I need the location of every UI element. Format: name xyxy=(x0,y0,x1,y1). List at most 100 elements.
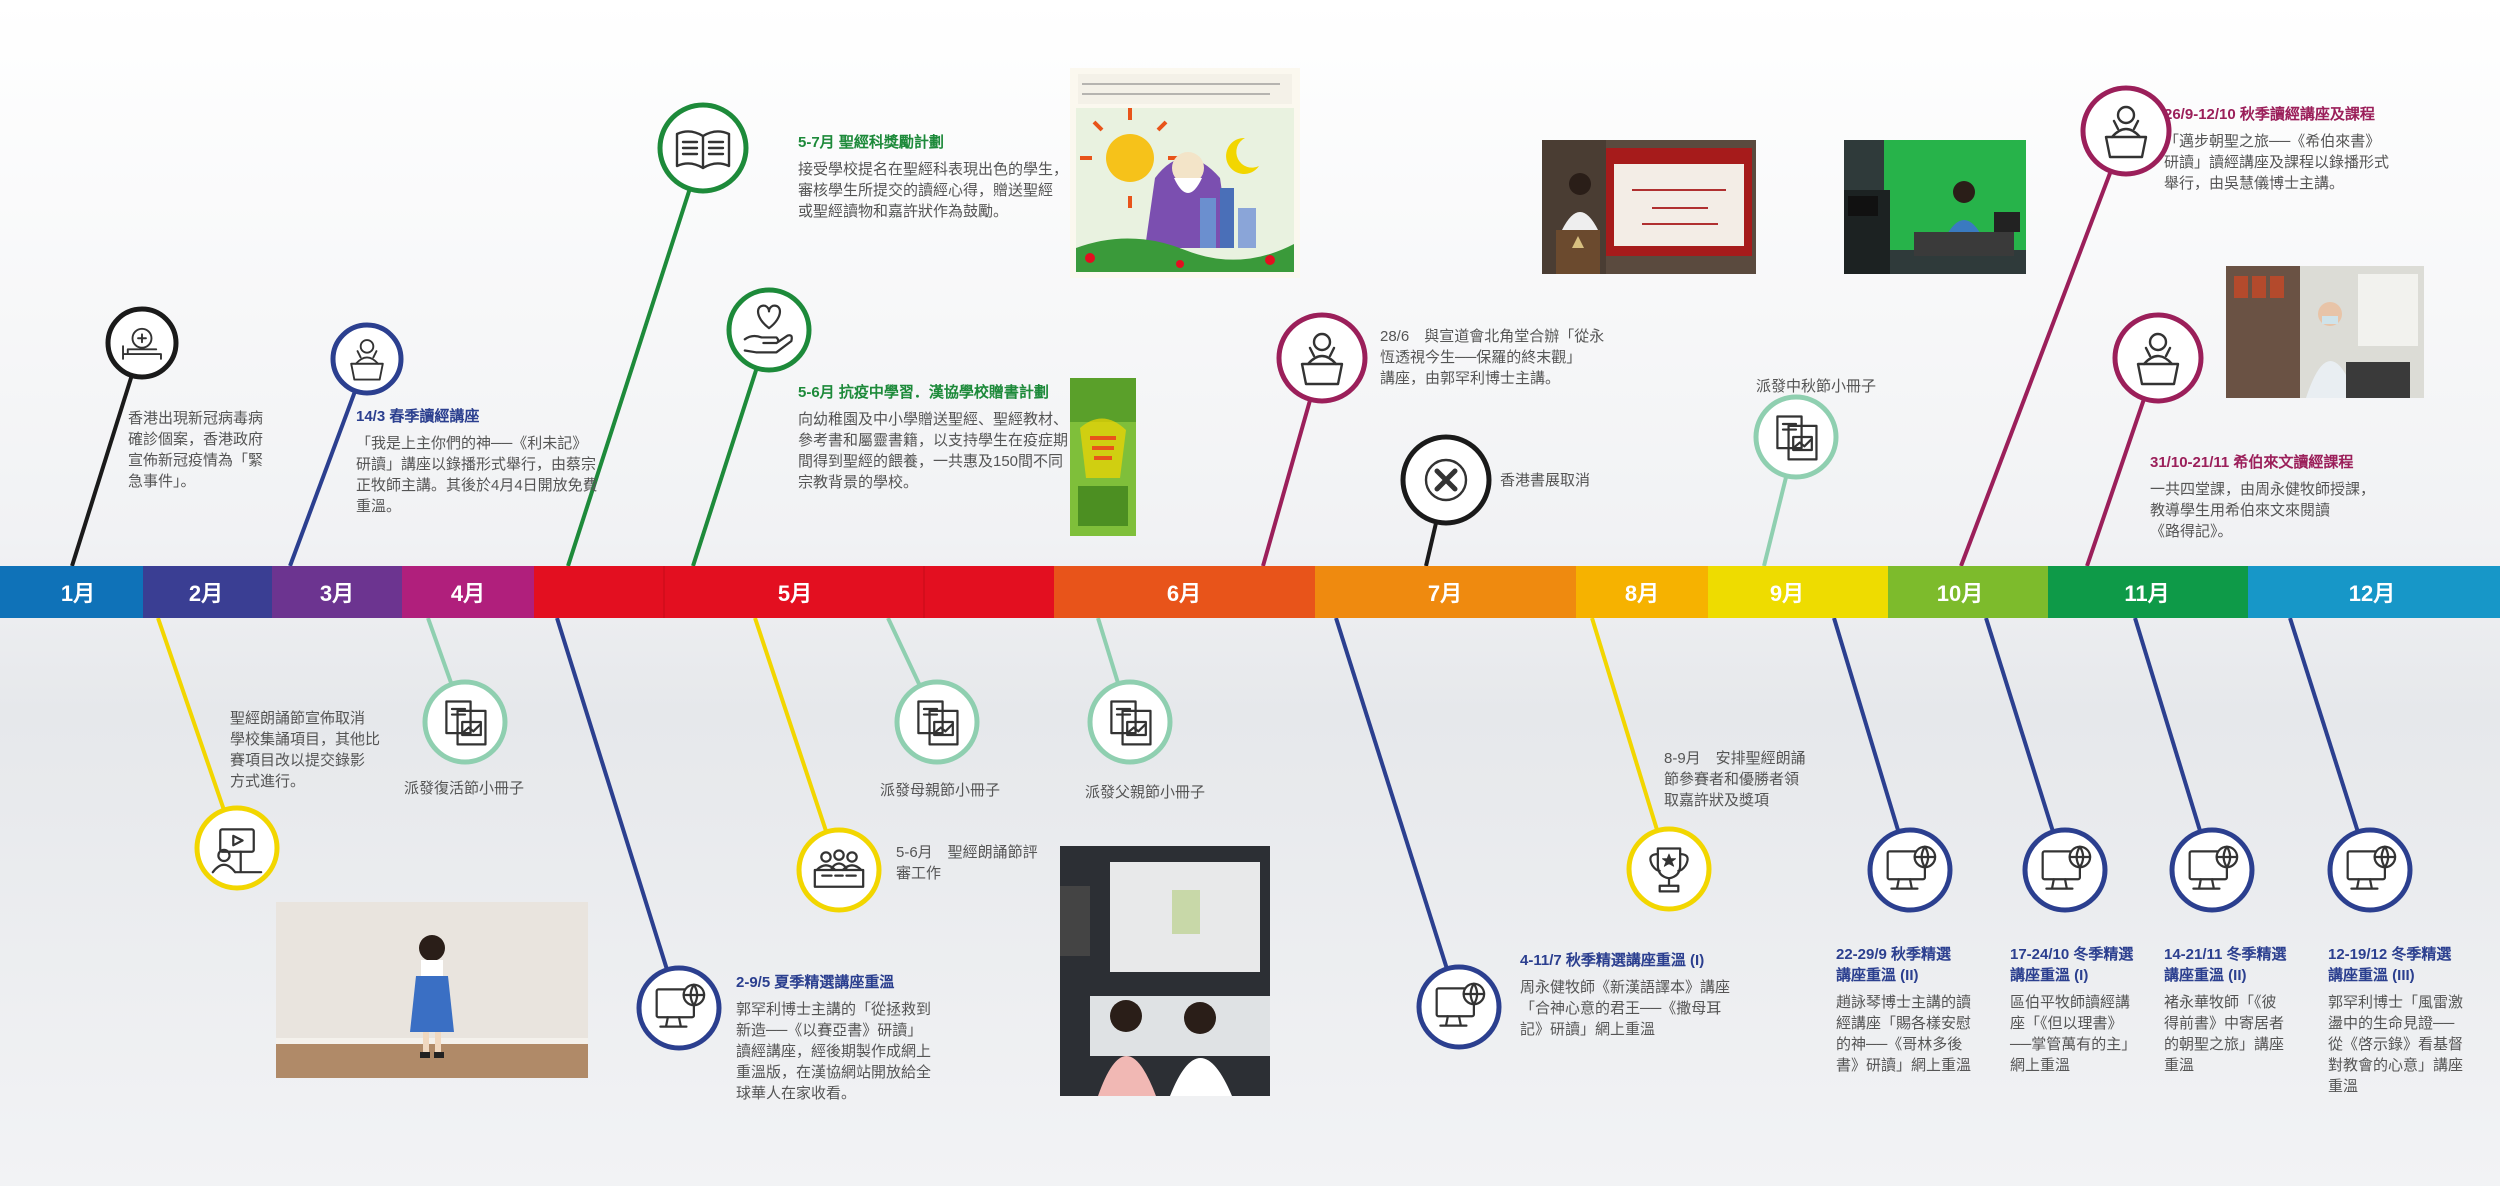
month-segment xyxy=(0,566,143,618)
event-text-e21: 12-19/12 冬季精選 講座重溫 (III) 郭罕利博士「風雷激 盪中的生命… xyxy=(2328,944,2488,1097)
event-node-ring xyxy=(1416,964,1502,1050)
student-drawing-photo xyxy=(1070,68,1300,278)
month-label: 6月 xyxy=(1167,581,1201,606)
lecturer-icon xyxy=(2104,105,2148,159)
month-segment xyxy=(1054,566,1315,618)
event-text-e19: 31/10-21/11 希伯來文讀經課程 一共四堂課，由周永健牧師授課， 教導學… xyxy=(2150,452,2405,542)
event-body: 28/6 與宣道會北角堂合辦「從永 恆透視今生──保羅的終末觀」 講座，由郭罕利… xyxy=(1380,328,1605,387)
event-body: 接受學校提名在聖經科表現出色的學生， 審核學生所提交的讀經心得，贈送聖經 或聖經… xyxy=(798,161,1069,220)
lecturer-icon xyxy=(2136,332,2180,386)
month-segment xyxy=(1888,566,2048,618)
month-segment xyxy=(272,566,402,618)
connector-line xyxy=(1984,617,2067,871)
event-body: 8-9月 安排聖經朗誦 節參賽者和優勝者領 取嘉許狀及獎項 xyxy=(1664,750,1806,809)
event-text-e2: 聖經朗誦節宣佈取消 學校集誦項目，其他比 賽項目改以提交錄影 方式進行。 xyxy=(230,708,405,792)
web-monitor-icon xyxy=(2188,845,2239,890)
event-body: 周永健牧師《新漢語譯本》講座 「合神心意的君王──《撒母耳 記》研讀」網上重溫 xyxy=(1520,979,1731,1038)
event-body: 5-6月 聖經朗誦節評 審工作 xyxy=(896,844,1038,882)
event-body: 區伯平牧師讀經講 座「《但以理書》 ──掌管萬有的主」 網上重溫 xyxy=(2010,994,2137,1074)
month-segment xyxy=(1576,566,1708,618)
event-node-ring xyxy=(330,322,404,396)
event-nodes xyxy=(105,85,2413,1051)
event-node-e17 xyxy=(2080,85,2172,177)
event-node-e19 xyxy=(2112,312,2204,404)
connector-line xyxy=(753,617,841,871)
event-text-e4: 派發復活節小冊子 xyxy=(404,778,604,799)
connector-line xyxy=(1334,617,1461,1008)
connector-line xyxy=(555,617,681,1009)
event-node-ring xyxy=(726,287,812,373)
month-label: 10月 xyxy=(1937,581,1983,606)
event-node-ring xyxy=(636,965,722,1051)
month-label: 5月 xyxy=(778,581,812,606)
event-text-e10: 派發父親節小冊子 xyxy=(1085,782,1285,803)
month-label: 1月 xyxy=(61,581,95,606)
booklet-icon xyxy=(1110,700,1152,746)
event-body: 郭罕利博士「風雷激 盪中的生命見證── 從《啓示錄》看基督 對教會的心意」講座 … xyxy=(2328,994,2464,1095)
web-monitor-icon xyxy=(655,983,706,1028)
event-title: 5-7月 聖經科獎勵計劃 xyxy=(798,134,944,151)
event-title: 4-11/7 秋季精選講座重溫 (I) xyxy=(1520,952,1705,969)
event-text-e20: 14-21/11 冬季精選 講座重溫 (II) 褚永華牧師「《彼 得前書》中寄居… xyxy=(2164,944,2314,1076)
event-text-e12: 香港書展取消 xyxy=(1500,470,1650,491)
event-node-e4 xyxy=(422,679,508,765)
month-label: 7月 xyxy=(1428,581,1462,606)
event-body: 派發復活節小冊子 xyxy=(404,780,525,797)
event-node-e10 xyxy=(1087,679,1173,765)
month-segment xyxy=(143,566,272,618)
connector-line xyxy=(1959,130,2128,567)
judging-room-photo xyxy=(1060,846,1270,1096)
booklet-icon xyxy=(1776,415,1818,461)
open-book-icon xyxy=(675,130,731,170)
event-node-e14 xyxy=(1626,826,1712,912)
event-body: 派發母親節小冊子 xyxy=(880,782,1001,799)
lecturer-icon xyxy=(1300,332,1344,386)
event-body: 一共四堂課，由周永健牧師授課， 教導學生用希伯來文來閱讀 《路得記》。 xyxy=(2150,481,2376,540)
month-segment xyxy=(2048,566,2248,618)
event-node-ring xyxy=(1276,312,1368,404)
event-text-e13: 4-11/7 秋季精選講座重溫 (I) 周永健牧師《新漢語譯本》講座 「合神心意… xyxy=(1520,950,1770,1040)
event-node-ring xyxy=(2080,85,2172,177)
month-label: 12月 xyxy=(2349,581,2395,606)
event-body: 向幼稚園及中小學贈送聖經、聖經教材、 參考書和屬靈書籍，以支持學生在疫症期 間得… xyxy=(798,411,1069,491)
event-node-e15 xyxy=(1753,394,1839,480)
event-title: 26/9-12/10 秋季讀經講座及課程 xyxy=(2164,106,2375,123)
connector-line xyxy=(2133,617,2214,871)
event-body: 派發父親節小冊子 xyxy=(1085,784,1206,801)
event-node-e20 xyxy=(2169,827,2255,913)
booklet-icon xyxy=(917,700,959,746)
month-label: 2月 xyxy=(189,581,223,606)
event-node-ring xyxy=(1867,827,1953,913)
month-label: 4月 xyxy=(451,581,485,606)
event-node-e13 xyxy=(1416,964,1502,1050)
event-node-e9 xyxy=(796,827,882,913)
connector-line xyxy=(288,358,369,567)
event-node-e11 xyxy=(1276,312,1368,404)
month-segment xyxy=(1315,566,1576,618)
student-reciting-photo xyxy=(276,902,588,1078)
lecturer-classroom-photo xyxy=(2226,266,2424,398)
trophy-icon xyxy=(1649,847,1689,893)
event-node-e12 xyxy=(1400,434,1492,526)
connector-line xyxy=(70,342,144,567)
month-label: 9月 xyxy=(1770,581,1804,606)
event-body: 趙詠琴博士主講的讀 經講座「賜各樣安慰 的神──《哥林多後 書》研讀」網上重溫 xyxy=(1836,994,1972,1074)
event-text-e17: 26/9-12/10 秋季讀經講座及課程 「邁步朝聖之旅──《希伯來書》 研讀」… xyxy=(2164,104,2434,194)
event-title: 12-19/12 冬季精選 講座重溫 (III) xyxy=(2328,946,2452,984)
event-node-ring xyxy=(2112,312,2204,404)
connector-line xyxy=(1832,617,1912,871)
event-node-e3 xyxy=(330,322,404,396)
month-label: 8月 xyxy=(1625,581,1659,606)
lecturer-icon xyxy=(350,339,384,381)
event-node-e1 xyxy=(105,306,179,380)
event-text-e18: 17-24/10 冬季精選 講座重溫 (I) 區伯平牧師讀經講 座「《但以理書》… xyxy=(2010,944,2160,1076)
connector-line xyxy=(1590,617,1671,870)
event-text-e1: 香港出現新冠病毒病 確診個案，香港政府 宣佈新冠疫情為「緊 急事件」。 xyxy=(128,408,288,492)
event-text-e6: 5-6月 抗疫中學習．漢協學校贈書計劃 向幼稚園及中小學贈送聖經、聖經教材、 參… xyxy=(798,382,1078,493)
web-monitor-icon xyxy=(2346,845,2397,890)
event-node-e8 xyxy=(894,679,980,765)
month-segment xyxy=(2248,566,2500,618)
event-text-e3: 14/3 春季讀經講座 「我是上主你們的神──《利未記》 研讀」講座以錄播形式舉… xyxy=(356,406,656,517)
video-presenter-icon xyxy=(211,828,263,874)
